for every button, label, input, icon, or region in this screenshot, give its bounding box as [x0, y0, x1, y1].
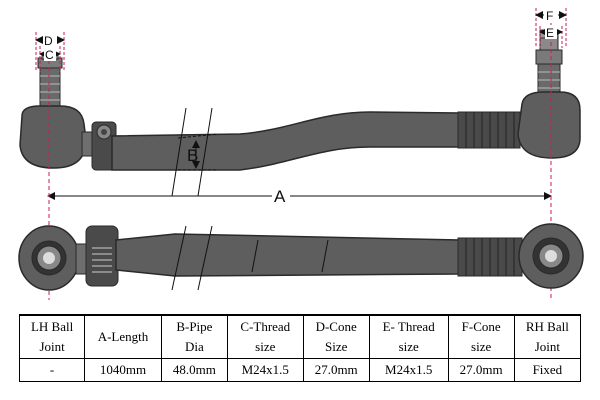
dim-label-a: A	[274, 187, 286, 206]
header-a-length: A-Length	[84, 314, 162, 359]
right-bellows-top	[457, 237, 523, 277]
spec-value-row: - 1040mm 48.0mm M24x1.5 27.0mm M24x1.5 2…	[18, 358, 582, 382]
right-ball-joint-housing	[517, 91, 581, 159]
value-a-length: 1040mm	[84, 358, 162, 382]
dimension-d: D	[35, 31, 65, 72]
dim-label-b: B	[187, 146, 198, 165]
tie-rod-top-view	[18, 223, 584, 291]
dimension-c: C	[39, 46, 61, 72]
dimension-b: B	[171, 107, 219, 197]
value-e-thread-size: M24x1.5	[368, 358, 449, 382]
value-rh-ball-joint: Fixed	[513, 358, 582, 382]
value-d-cone-size: 27.0mm	[302, 358, 370, 382]
value-b-pipe-dia: 48.0mm	[160, 358, 228, 382]
dim-label-e: E	[546, 26, 554, 40]
tie-rod-tube	[111, 111, 461, 171]
right-bellows	[457, 111, 521, 149]
dim-label-c: C	[45, 48, 54, 62]
value-c-thread-size: M24x1.5	[226, 358, 304, 382]
tie-rod-side-view: B A	[19, 29, 581, 206]
clamp-bolt	[91, 121, 117, 171]
left-ball-joint-eye	[18, 225, 80, 291]
tie-rod-tube-top	[115, 233, 461, 277]
dim-label-d: D	[44, 34, 53, 48]
right-ball-joint-eye	[518, 223, 584, 289]
value-f-cone-size: 27.0mm	[447, 358, 515, 382]
dimension-e: E	[539, 25, 563, 48]
dim-label-f: F	[546, 9, 553, 23]
value-lh-ball-joint: -	[18, 358, 86, 382]
dimension-f: F	[535, 7, 567, 48]
clamp-spring	[85, 225, 119, 287]
tie-rod-diagram: B A D C F E	[18, 7, 584, 300]
dimension-a: A	[47, 186, 552, 206]
left-ball-stud	[37, 52, 63, 109]
left-ball-joint-housing	[19, 105, 87, 169]
